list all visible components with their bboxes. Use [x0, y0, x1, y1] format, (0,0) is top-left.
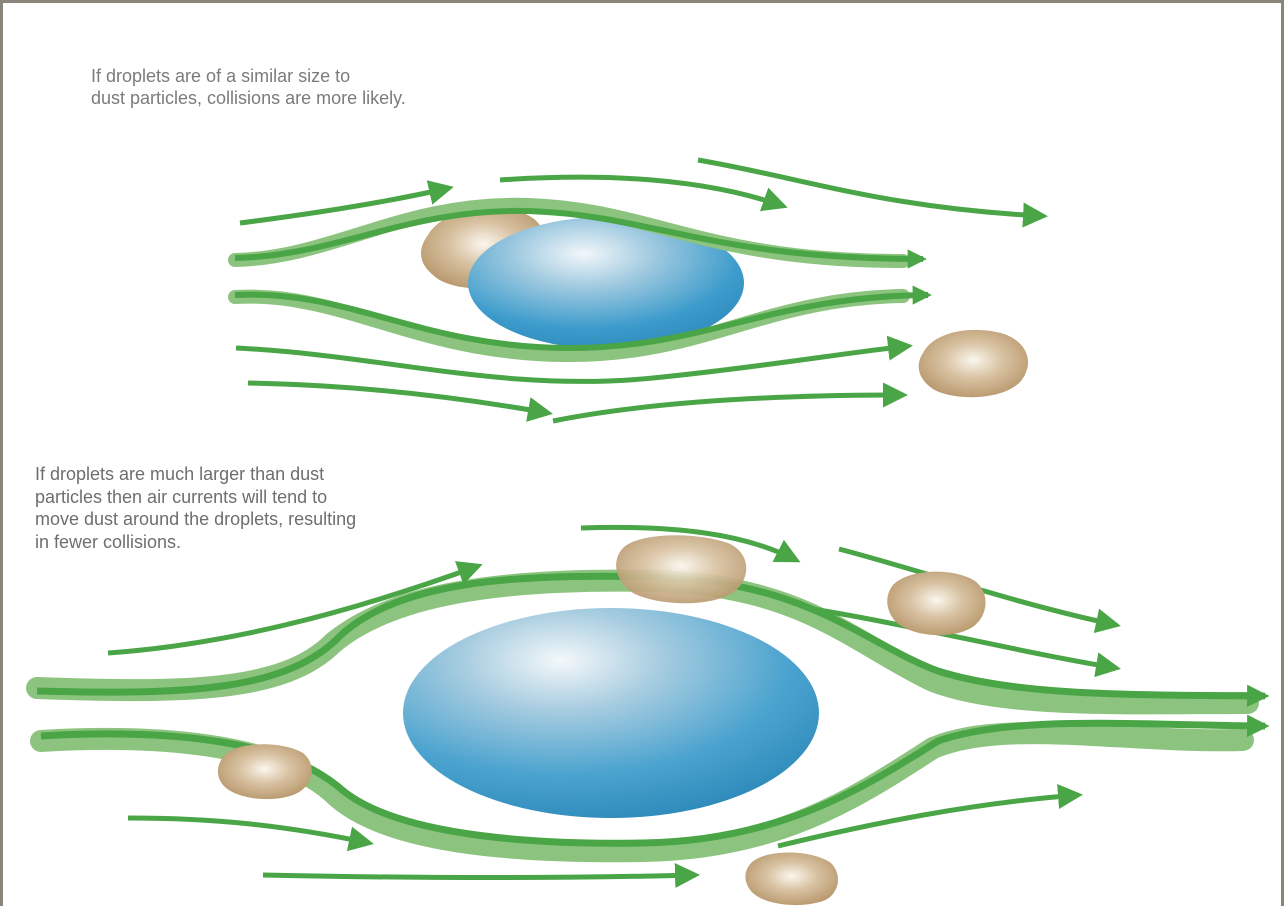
dust-particle [919, 330, 1028, 397]
dust-particle [218, 744, 312, 799]
diagram-canvas [3, 3, 1284, 909]
air-current-arrow [698, 160, 1043, 216]
air-current-arrow [263, 875, 695, 878]
air-current-arrow [248, 383, 548, 413]
air-current-arrow [128, 818, 369, 843]
panel-larger-droplets [37, 527, 1265, 905]
caption-larger-droplets-overlay: If droplets are much larger than dust pa… [35, 463, 455, 553]
air-current-arrow [553, 395, 903, 421]
dust-particle [745, 853, 838, 906]
dust-particle [887, 572, 985, 636]
caption-similar-size-overlay: If droplets are of a similar size to dus… [91, 65, 511, 109]
dust-particle [616, 535, 746, 603]
panel-similar-size [235, 160, 1043, 421]
water-droplet [403, 608, 819, 818]
